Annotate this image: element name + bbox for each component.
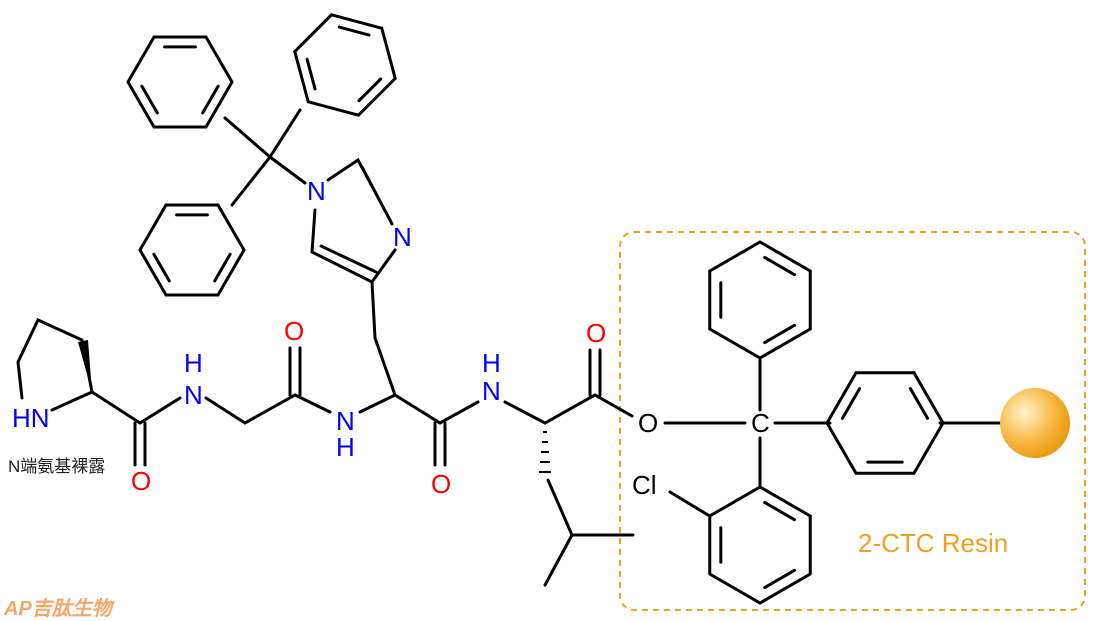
ctc-phenyl-right: [825, 371, 945, 475]
atom-n-trityl: N: [307, 176, 326, 206]
pro-wedge: [78, 340, 92, 392]
trityl-linker-bonds: [668, 358, 1002, 517]
backbone: [90, 390, 832, 425]
atom-n-his: N: [336, 406, 355, 436]
ctc-phenyl-top: [708, 240, 812, 360]
benzene-rings: [126, 13, 945, 605]
resin-bead: [1000, 388, 1070, 458]
atom-o-ester: O: [638, 408, 658, 438]
resin-label: 2-CTC Resin: [858, 528, 1008, 558]
carbonyls: [133, 346, 602, 467]
atom-n-gly: N: [184, 380, 203, 410]
atom-o-leu: O: [586, 318, 606, 348]
trityl-phenyl-top-left: [126, 35, 234, 129]
his-side-chain: [370, 280, 397, 397]
atom-o-his: O: [431, 469, 451, 499]
atom-c-trityl: C: [751, 408, 770, 438]
leu-side-chain: [543, 478, 635, 587]
n-terminal-annotation: N端氨基裸露: [8, 457, 105, 476]
atom-n-imidazole: N: [393, 222, 412, 252]
imidazole-ring: [310, 157, 397, 284]
atom-pro-nh: HN: [12, 403, 50, 433]
atom-o-gly: O: [284, 316, 304, 346]
pro-ring: [16, 318, 94, 412]
atom-n-leu: N: [482, 376, 501, 406]
atom-h-his: H: [336, 432, 355, 462]
trityl-bonds: [223, 108, 307, 207]
atom-h-gly: H: [184, 348, 203, 378]
bonds: [16, 108, 1002, 587]
atom-o-pro: O: [131, 466, 151, 496]
leu-hash-bond: [539, 431, 551, 473]
company-logo: AP吉肽生物: [3, 597, 115, 620]
atom-h-leu: H: [482, 348, 501, 378]
trityl-phenyl-bottom-left: [138, 203, 246, 297]
ctc-chlorophenyl: [708, 485, 812, 605]
atom-cl: Cl: [632, 470, 657, 500]
resin-dashed-box: [619, 231, 1086, 611]
trityl-phenyl-top-right: [293, 13, 397, 117]
